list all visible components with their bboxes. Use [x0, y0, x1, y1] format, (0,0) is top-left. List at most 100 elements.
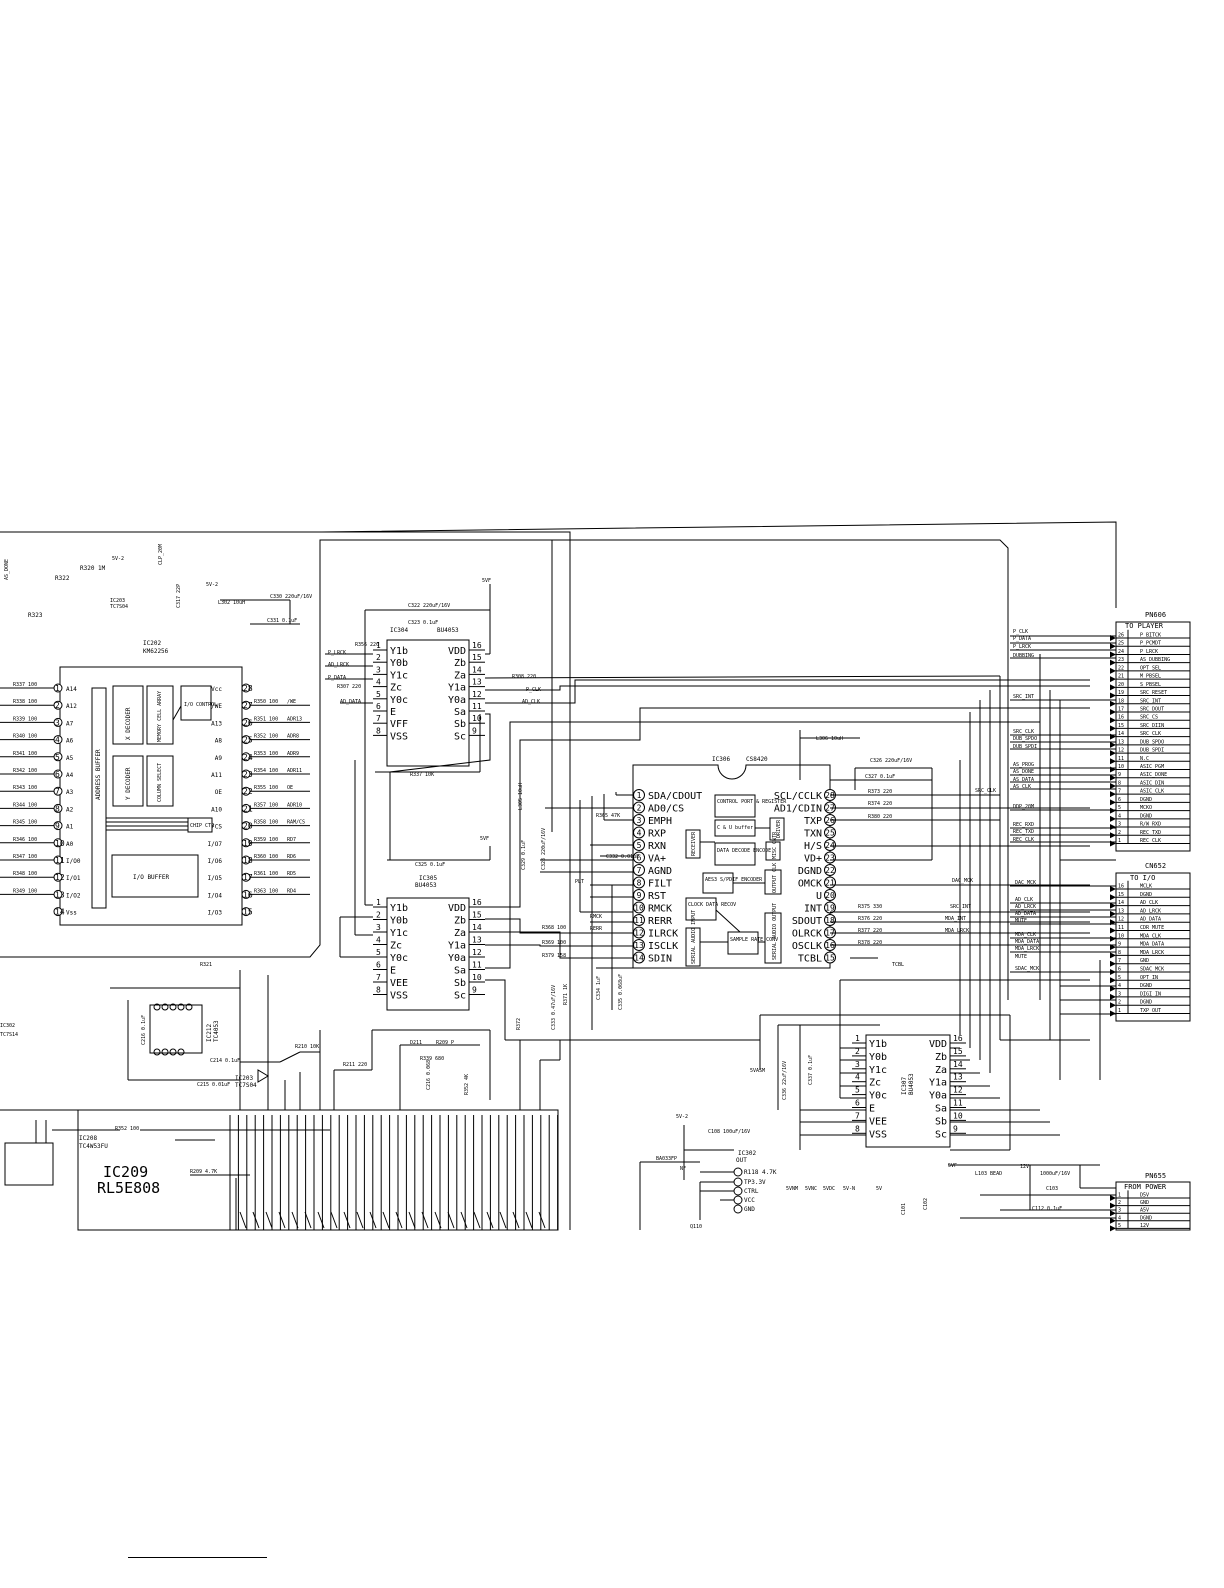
ic302-ctrl: R118 4.7K [744, 1169, 777, 1176]
pn606-pin-number: 17 [1118, 706, 1124, 712]
ic202-net: ADR9 [287, 751, 299, 757]
ic304-pin-name: Y1a [448, 683, 466, 694]
ic304-pin-number: 2 [376, 653, 381, 662]
ic304-pin-name: Y0a [448, 695, 466, 706]
ic306-pin-circle [633, 889, 645, 901]
ic304-pin-number: 15 [472, 653, 482, 662]
ic307-pin-number: 5 [855, 1086, 860, 1095]
pn606-arrow [1110, 741, 1116, 748]
ic305-pin-number: 12 [472, 948, 482, 957]
ic306-pin-number: 20 [825, 891, 835, 900]
cn652-pin-number: 11 [1118, 925, 1124, 931]
ic202-pin-circle [241, 907, 251, 917]
ic202-pin-name: A1 [66, 824, 74, 831]
pn606-signal: SRC_CS [1140, 715, 1158, 721]
ic202-pin-number: 6 [55, 770, 60, 779]
ic305-pin-name: Sa [454, 966, 466, 977]
ic304-pin-number: 7 [376, 714, 381, 723]
pn606-signal: DGND [1140, 797, 1152, 803]
ic307-pin-name: Y0c [869, 1091, 887, 1102]
ic307-pin-name: VSS [869, 1129, 887, 1140]
pn655-pin-number: 5 [1118, 1223, 1121, 1229]
ic306-pin-name: TXP [804, 816, 822, 827]
ic202-pin-number: 2 [55, 701, 60, 710]
cn652-arrow [1110, 910, 1116, 917]
ic202-resistor: R346 100 [13, 837, 37, 843]
ic202-net: RD6 [287, 854, 296, 860]
pn606-arrow [1110, 725, 1116, 732]
ic306-pin-circle [824, 901, 836, 914]
cn652-net: MDA_INT [945, 916, 966, 922]
bus-pin-mark [291, 1211, 299, 1229]
ic306-pin-circle [824, 914, 836, 926]
ic202-resistor: R361 100 [254, 871, 278, 877]
lbl-c322: C322 220uF/16V [408, 603, 450, 609]
pn655-arrow [1110, 1195, 1116, 1201]
ic306-pin-name: FILT [648, 879, 672, 890]
lbl-5vnc: 5VNC [805, 1186, 817, 1192]
ic202-pin-name: I/O6 [208, 858, 223, 865]
ic202-pin-number: 24 [243, 753, 253, 762]
pn655-arrow [1110, 1225, 1116, 1232]
lbl-ic302-left: IC302 [0, 1023, 15, 1029]
ic202-pin-name: A9 [215, 755, 223, 762]
ic202-resistor: R344 100 [13, 802, 37, 808]
cn652-net: SDAC_MCK [1015, 966, 1039, 972]
ic202-pin-number: 14 [55, 908, 65, 917]
ic306-pin-number: 22 [825, 866, 835, 875]
lbl-r211: R211 220 [343, 1062, 367, 1068]
ic307-pin-name: Sc [935, 1129, 947, 1140]
ic306-ref: IC306 [712, 756, 730, 763]
pn606-pin-number: 16 [1118, 715, 1124, 721]
ic202-pin-name: /WE [211, 703, 222, 710]
ic202-pin-number: 21 [243, 804, 253, 813]
pn655-title: FROM POWER [1124, 1183, 1167, 1191]
cn652-signal: AD_LRCK [1140, 908, 1161, 914]
lbl-r371: R371 1K [563, 984, 569, 1005]
pn655-signal: A5V [1140, 1208, 1149, 1214]
bus-pin-mark [434, 1211, 442, 1229]
ic306-pin-number: 25 [825, 829, 835, 838]
ic202-io-buffer: I/O BUFFER [133, 874, 170, 881]
pn606-arrow [1110, 750, 1116, 757]
ic306-pin-number: 21 [825, 879, 835, 888]
ic202-pin-number: 4 [55, 736, 60, 745]
ic307-pin-number: 11 [953, 1099, 963, 1108]
ic306-pin-circle [633, 876, 645, 889]
ic306-clock-recov: CLOCK DATA RECOV [688, 902, 736, 908]
ic307-pin-number: 10 [953, 1111, 963, 1120]
ic202-resistor: R342 100 [13, 768, 37, 774]
ic307-pin-number: 1 [855, 1034, 860, 1043]
bus-pin-mark [408, 1211, 416, 1229]
ic306-pin-circle [633, 789, 645, 801]
ic307-pin-number: 15 [953, 1047, 963, 1056]
lbl-c331: C331 0.1uF [267, 618, 297, 624]
pn606-arrow [1110, 799, 1116, 806]
lbl-12v: 12V [1020, 1164, 1029, 1170]
ic203b-ref: IC203 [235, 1075, 253, 1082]
cn652-net: MDA_CLK [1015, 932, 1036, 938]
cn652-signal: DGND [1140, 1000, 1152, 1006]
ic306-pin-name: U [816, 891, 822, 902]
pn606-title: TO PLAYER [1125, 622, 1164, 630]
ic306-pin-circle [633, 851, 645, 864]
ic304-pin-number: 4 [376, 678, 381, 687]
ic202-pin-number: 3 [55, 718, 60, 727]
ic304-ref: IC304 [390, 627, 408, 634]
ic304-pin-number: 1 [376, 641, 381, 650]
pn606-net: DUBBING [1013, 653, 1034, 659]
ic302-vcc: TP3.3V [744, 1179, 766, 1186]
ic202-pin-number: 20 [243, 822, 253, 831]
ic202-pin-name: A4 [66, 772, 74, 779]
lbl-r323: R323 [28, 612, 43, 619]
cn652-signal: DGND [1140, 892, 1152, 898]
cn652-arrow [1110, 993, 1116, 1000]
net-ad-clk: AD_CLK [522, 699, 540, 705]
lbl-r373: R373 220 [868, 789, 892, 795]
pn606-signal: ASIC_DONE [1140, 772, 1167, 778]
ic306-pin-circle [633, 839, 645, 851]
pn606-net: AS_DATA [1013, 777, 1034, 783]
pn655-signal: DGND [1140, 1215, 1152, 1221]
pn655-pin-number: 1 [1118, 1193, 1121, 1199]
